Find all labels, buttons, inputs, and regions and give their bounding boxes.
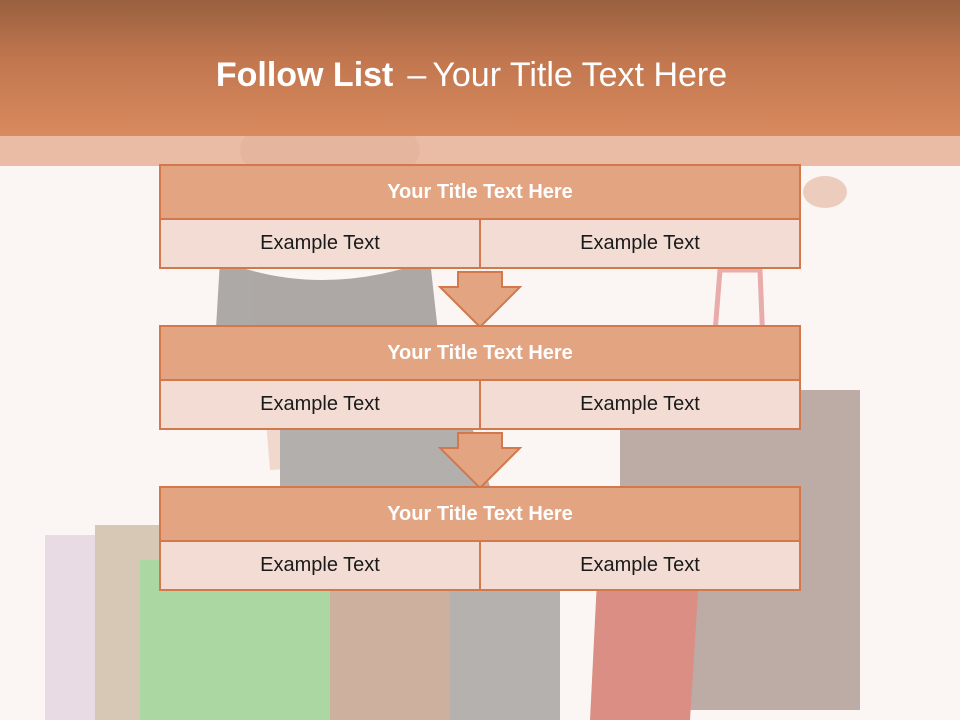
- step-block-3: Your Title Text Here Example Text Exampl…: [159, 486, 801, 591]
- step-cell-right: Example Text: [481, 542, 801, 591]
- step-title: Your Title Text Here: [159, 325, 801, 381]
- step-title: Your Title Text Here: [159, 486, 801, 542]
- step-cell-left: Example Text: [159, 542, 481, 591]
- step-cell-left: Example Text: [159, 381, 481, 430]
- step-cell-left: Example Text: [159, 220, 481, 269]
- step-title: Your Title Text Here: [159, 164, 801, 220]
- down-arrow-icon: [438, 271, 522, 329]
- title-separator: –: [407, 56, 427, 94]
- header-subband: [0, 136, 960, 166]
- step-block-1: Your Title Text Here Example Text Exampl…: [159, 164, 801, 269]
- step-row: Example Text Example Text: [159, 381, 801, 430]
- step-row: Example Text Example Text: [159, 220, 801, 269]
- down-arrow-icon: [438, 432, 522, 490]
- step-cell-right: Example Text: [481, 220, 801, 269]
- header-bar: [0, 0, 960, 136]
- step-block-2: Your Title Text Here Example Text Exampl…: [159, 325, 801, 430]
- page-title: Follow List–Your Title Text Here: [0, 52, 943, 98]
- step-cell-right: Example Text: [481, 381, 801, 430]
- title-rest: Your Title Text Here: [432, 56, 728, 94]
- step-row: Example Text Example Text: [159, 542, 801, 591]
- title-bold: Follow List: [215, 56, 394, 94]
